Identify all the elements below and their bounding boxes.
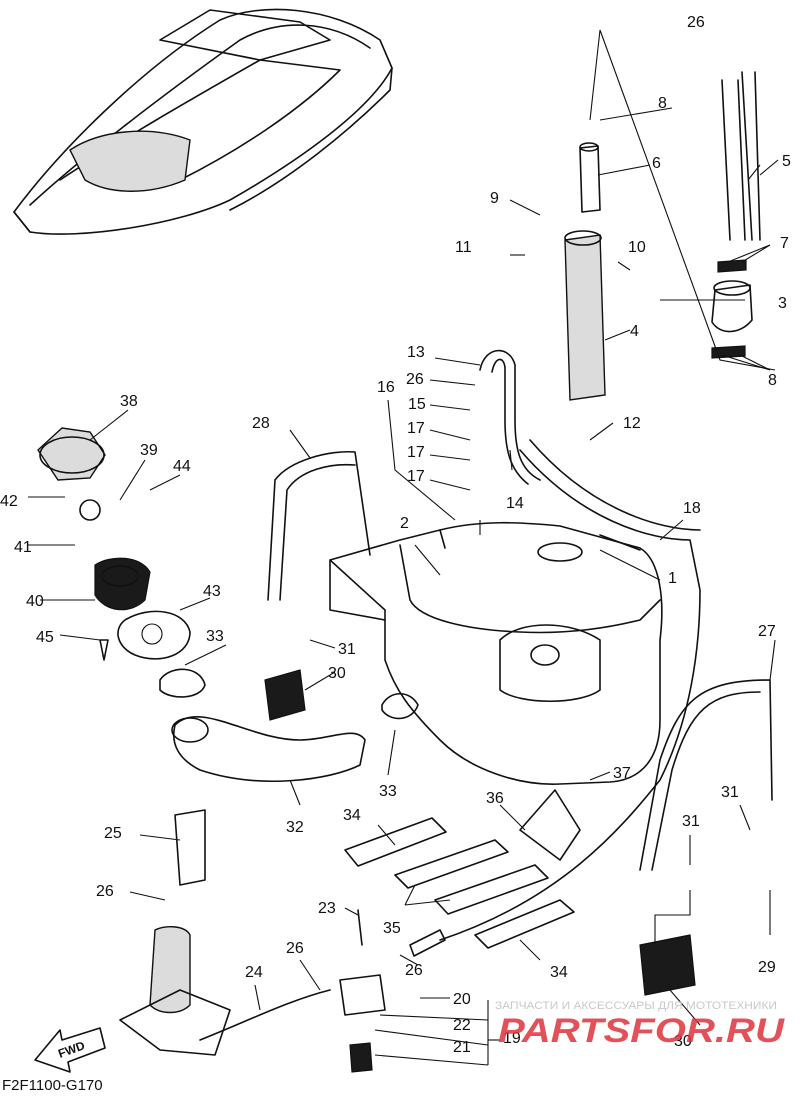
watercraft-hull-illustration — [13, 8, 393, 235]
callout-number: 45 — [36, 629, 54, 646]
forward-arrow-icon: FWD — [34, 1027, 106, 1073]
watermark-logo: PARTSFOR.RU — [498, 1012, 786, 1050]
callout-number: 35 — [383, 920, 401, 937]
callout-number: 40 — [26, 593, 44, 610]
watermark: ЗАПЧАСТИ И АКСЕССУАРЫ ДЛЯ МОТОТЕХНИКИ PA… — [495, 1000, 786, 1050]
callout-number: 28 — [252, 415, 270, 432]
callout-number: 36 — [486, 790, 504, 807]
callout-number: 5 — [782, 153, 791, 170]
callout-number: 41 — [14, 539, 32, 556]
callout-number: 43 — [203, 583, 221, 600]
callout-number: 17 — [407, 420, 425, 437]
callout-number: 1 — [668, 570, 677, 587]
callout-number: 10 — [628, 239, 646, 256]
callout-number: 27 — [758, 623, 776, 640]
callout-number: 39 — [140, 442, 158, 459]
callout-number: 3 — [778, 295, 787, 312]
callout-number: 7 — [780, 235, 789, 252]
callout-number: 33 — [206, 628, 224, 645]
callout-number: 8 — [658, 95, 667, 112]
callout-number: 13 — [407, 344, 425, 361]
callout-number: 31 — [682, 813, 700, 830]
tank-mats — [344, 817, 575, 949]
callout-number: 25 — [104, 825, 122, 842]
leader-lines — [28, 29, 779, 1066]
callout-number: 44 — [173, 458, 191, 475]
callout-labels: 1234567889101112131415161717171819202122… — [0, 14, 791, 1056]
diagram-code: F2F1100-G170 — [2, 1077, 103, 1092]
fuel-tank — [329, 521, 663, 785]
callout-number: 22 — [453, 1017, 471, 1034]
callout-number: 32 — [286, 819, 304, 836]
callout-number: 8 — [768, 372, 777, 389]
fwd-label: FWD — [56, 1038, 87, 1061]
bracket — [519, 789, 581, 861]
callout-number: 33 — [379, 783, 397, 800]
callout-number: 31 — [721, 784, 739, 801]
fuel-sender-unit — [711, 71, 761, 359]
callout-number: 34 — [550, 964, 568, 981]
callout-number: 20 — [453, 991, 471, 1008]
callout-number: 29 — [758, 959, 776, 976]
tank-straps — [264, 450, 773, 996]
callout-number: 14 — [506, 495, 524, 512]
callout-number: 38 — [120, 393, 138, 410]
filler-cap-assembly — [37, 427, 191, 661]
callout-number: 12 — [623, 415, 641, 432]
callout-number: 4 — [630, 323, 639, 340]
callout-number: 6 — [652, 155, 661, 172]
callout-number: 23 — [318, 900, 336, 917]
callout-number: 26 — [286, 940, 304, 957]
callout-number: 2 — [400, 515, 409, 532]
callout-number: 15 — [408, 396, 426, 413]
callout-number: 11 — [455, 239, 472, 256]
callout-number: 37 — [613, 765, 631, 782]
vent-hoses — [409, 349, 701, 957]
callout-number: 26 — [687, 14, 705, 31]
watermark-tagline: ЗАПЧАСТИ И АКСЕССУАРЫ ДЛЯ МОТОТЕХНИКИ — [495, 1000, 777, 1012]
callout-number: 30 — [674, 1033, 692, 1050]
fuel-cock-assembly — [119, 809, 386, 1073]
callout-number: 42 — [0, 493, 18, 510]
callout-number: 19 — [503, 1030, 521, 1047]
callout-number: 17 — [407, 468, 425, 485]
callout-number: 16 — [377, 379, 395, 396]
callout-number: 21 — [453, 1039, 471, 1056]
callout-number: 26 — [406, 371, 424, 388]
callout-number: 34 — [343, 807, 361, 824]
callout-number: 30 — [328, 665, 346, 682]
callout-number: 24 — [245, 964, 263, 981]
callout-number: 17 — [407, 444, 425, 461]
callout-number: 26 — [96, 883, 114, 900]
callout-number: 9 — [490, 190, 499, 207]
callout-number: 31 — [338, 641, 356, 658]
callout-number: 26 — [405, 962, 423, 979]
callout-number: 18 — [683, 500, 701, 517]
filler-hose — [159, 668, 419, 782]
filler-pipe — [564, 142, 606, 401]
